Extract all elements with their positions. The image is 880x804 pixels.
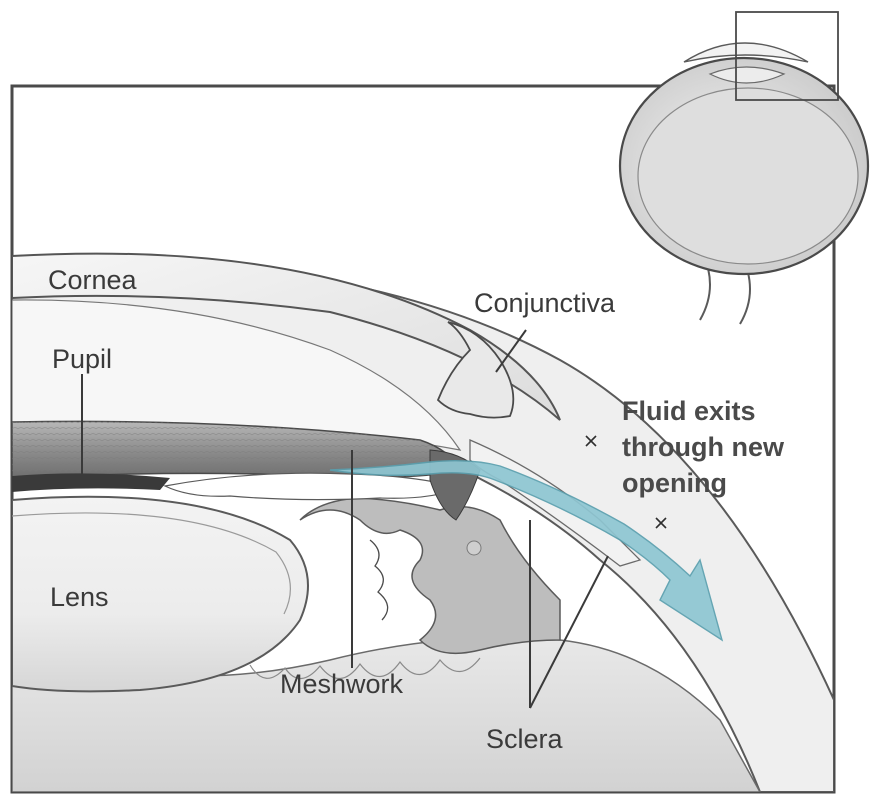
sclera-leader-2 <box>529 555 609 709</box>
pupil-edge <box>12 473 170 492</box>
ciliary-body <box>299 497 561 655</box>
conjunctiva-leader <box>495 329 527 373</box>
sclera-label: Sclera <box>486 724 564 754</box>
eyeball-lens <box>708 66 786 84</box>
cornea-label: Cornea <box>48 265 138 295</box>
fluid-callout-line3: opening <box>622 468 727 498</box>
meshwork-label: Meshwork <box>280 669 404 699</box>
conjunctiva-label: Conjunctiva <box>474 288 616 318</box>
eyeball-vitreous <box>637 87 859 265</box>
pupil-label: Pupil <box>52 344 112 374</box>
fluid-callout-line2: through new <box>622 432 785 462</box>
eyeball-inset <box>618 11 870 325</box>
retina-folds <box>249 657 481 680</box>
cell-bead <box>466 540 482 556</box>
lens-label: Lens <box>50 582 109 612</box>
eyeball-cornea <box>683 42 809 63</box>
fluid-flow-arrow <box>329 459 724 642</box>
eye-cross-section <box>12 252 834 792</box>
suture-marks <box>585 435 667 529</box>
iris-texture <box>12 421 460 478</box>
lens-capsule <box>12 512 291 615</box>
lens <box>12 495 309 693</box>
ciliary-folds <box>369 539 389 621</box>
conjunctiva-flap <box>436 321 515 419</box>
fluid-callout-line1: Fluid exits <box>622 396 756 426</box>
cornea-shape <box>12 252 561 421</box>
inset-zoom-box <box>735 11 839 101</box>
